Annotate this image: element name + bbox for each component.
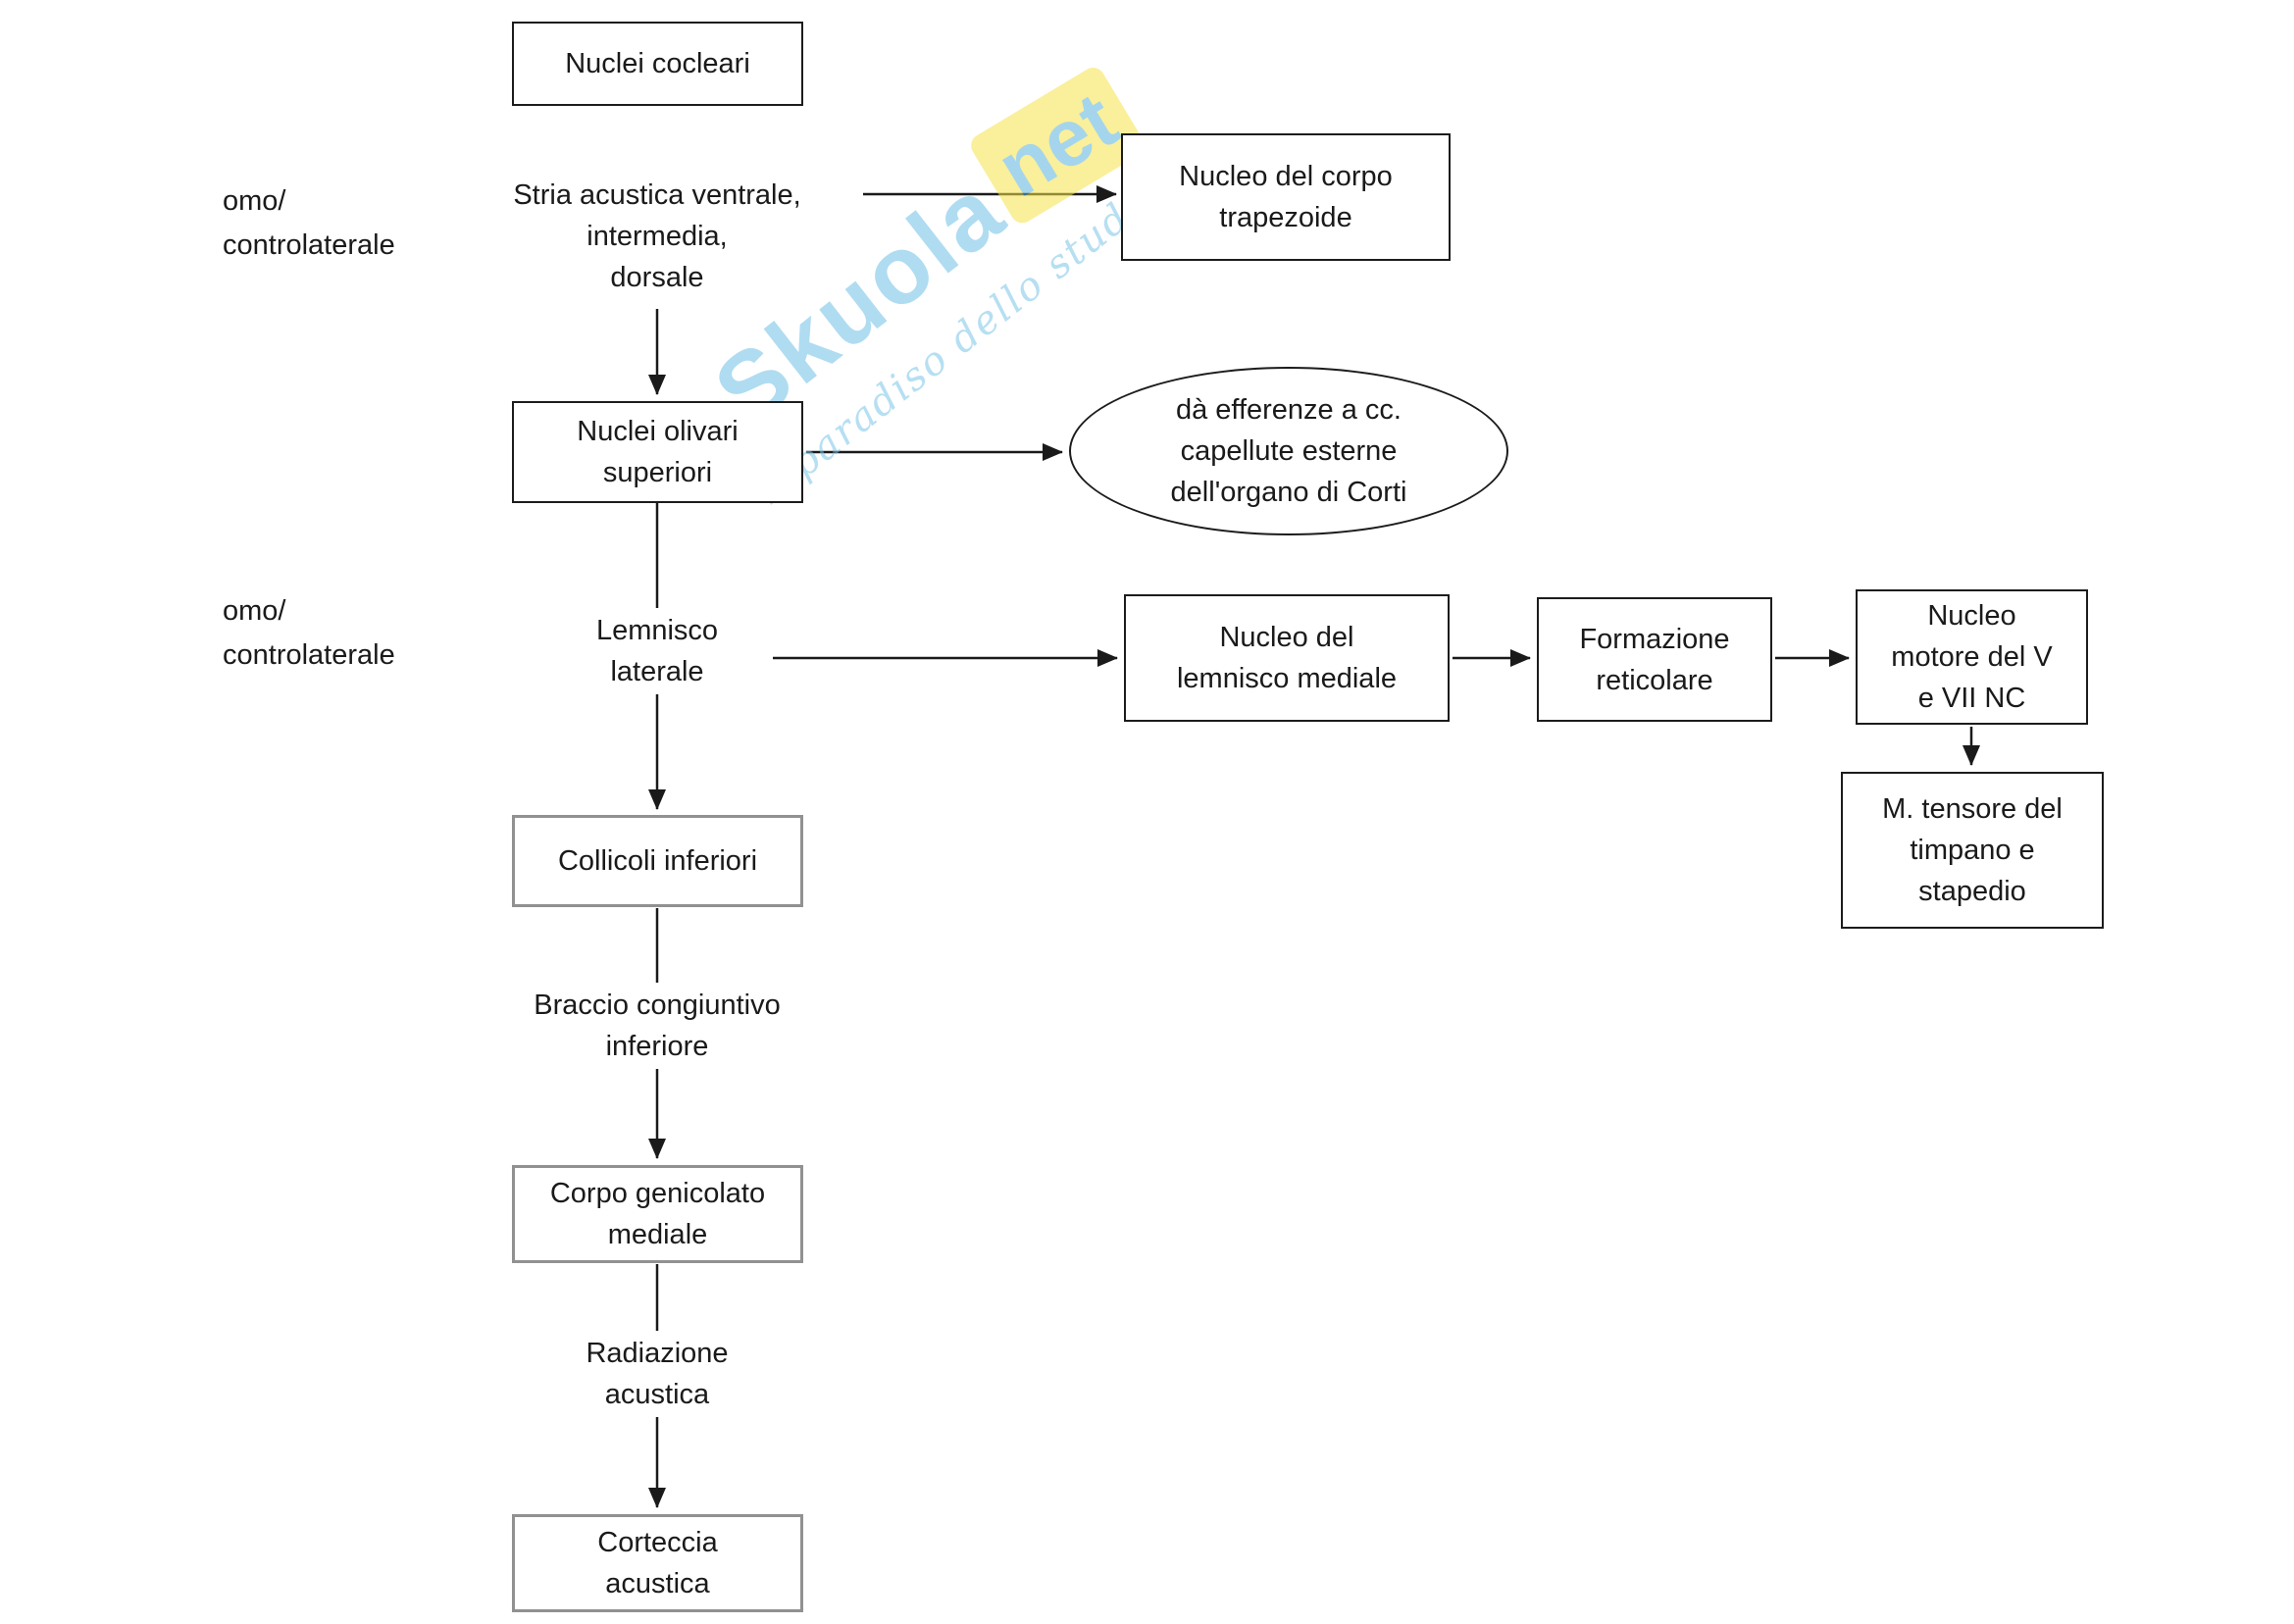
- node-corpo-genicolato-mediale: Corpo genicolato mediale: [512, 1165, 803, 1263]
- node-efferenze-organo-di-corti: dà efferenze a cc. capellute esterne del…: [1069, 367, 1508, 535]
- node-nuclei-cocleari: Nuclei cocleari: [512, 22, 803, 106]
- node-radiazione-acustica: Radiazione acustica: [549, 1331, 765, 1417]
- node-nuclei-olivari-superiori: Nuclei olivari superiori: [512, 401, 803, 503]
- node-formazione-reticolare: Formazione reticolare: [1537, 597, 1772, 722]
- node-corteccia-acustica: Corteccia acustica: [512, 1514, 803, 1612]
- side-label-omo-controlaterale-1: omo/ controlaterale: [223, 185, 395, 261]
- node-braccio-congiuntivo-inferiore: Braccio congiuntivo inferiore: [500, 983, 814, 1069]
- node-nucleo-motore-v-vii: Nucleo motore del V e VII NC: [1856, 589, 2088, 725]
- node-nucleo-lemnisco-mediale: Nucleo del lemnisco mediale: [1124, 594, 1450, 722]
- node-m-tensore-timpano-stapedio: M. tensore del timpano e stapedio: [1841, 772, 2104, 929]
- node-nucleo-corpo-trapezoide: Nucleo del corpo trapezoide: [1121, 133, 1451, 261]
- side-label-omo-controlaterale-2: omo/ controlaterale: [223, 595, 395, 671]
- node-collicoli-inferiori: Collicoli inferiori: [512, 815, 803, 907]
- node-stria-acustica: Stria acustica ventrale, intermedia, dor…: [513, 179, 801, 293]
- node-lemnisco-laterale: Lemnisco laterale: [549, 608, 765, 694]
